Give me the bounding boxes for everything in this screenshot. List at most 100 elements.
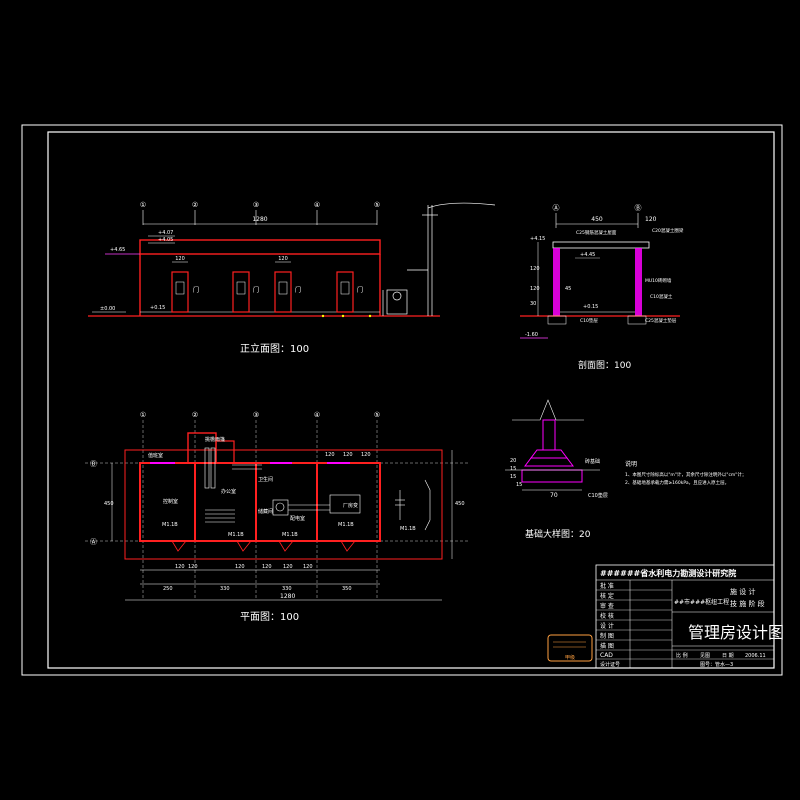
elev-axis-2: ② — [192, 201, 198, 209]
elev-door-dim-1: 120 — [175, 256, 185, 262]
found-dim-2: 15 — [510, 466, 516, 472]
sect-dim-4: 30 — [530, 301, 536, 307]
tb-no-value: 图号：管水—3 — [700, 661, 733, 668]
sect-level-floor: +0.15 — [583, 304, 598, 310]
found-callout-1: 砖基础 — [585, 458, 600, 465]
tb-date-value: 2006.11 — [745, 653, 766, 659]
room-label-4: 卫生间 — [258, 476, 273, 483]
plan-axis-4: ④ — [314, 411, 320, 419]
tb-row-1: 批 准 — [600, 582, 614, 590]
plan-bay-4: 350 — [342, 586, 352, 592]
tb-row-3: 审 查 — [600, 602, 614, 610]
tb-row-6: 制 图 — [600, 632, 614, 640]
sect-note-1: C25钢筋混凝土屋面 — [576, 229, 617, 236]
sect-note-3: MU10砖砌墙 — [645, 277, 672, 284]
tb-stage-top: 施 设 计 — [730, 587, 755, 596]
plan-axis-5: ⑤ — [374, 411, 380, 419]
room-label-7: 厂房变 — [343, 502, 358, 509]
section-view: Ⓐ Ⓑ 450 120 120 120 45 30 +4.45 +4.15 +0… — [520, 204, 684, 371]
found-dim-3: 15 — [510, 474, 516, 480]
room-label-6: 配电室 — [290, 515, 305, 522]
plan-axis-3: ③ — [253, 411, 259, 419]
found-callout-2: C10垫层 — [588, 492, 608, 499]
foundation-detail: 20 15 15 15 70 砖基础 C10垫层 基础大样图：20 说明 1、本… — [505, 399, 746, 540]
sect-dim-2: 120 — [530, 286, 540, 292]
elev-overall-dim: 1280 — [252, 216, 267, 223]
plan-dim-bot-4: 120 — [262, 564, 272, 570]
plan-axis-b: Ⓑ — [90, 460, 97, 468]
tb-scale-label: 比 例 — [676, 652, 688, 659]
tb-institute: ######省水利电力勘测设计研究院 — [600, 568, 736, 578]
elev-level-top-2: +4.05 — [158, 237, 173, 243]
floor-plan: ① ② ③ ④ ⑤ Ⓑ Ⓐ 挑檐雨篷 — [85, 411, 470, 623]
elev-level-floor: +0.15 — [150, 305, 165, 311]
plan-axis-a: Ⓐ — [90, 538, 97, 546]
sect-note-6: C25混凝土垫层 — [645, 317, 677, 324]
found-dim-5: 70 — [550, 492, 558, 499]
plan-dim-bot-1: 120 — [175, 564, 185, 570]
tb-row-7: 描 图 — [600, 642, 614, 650]
tb-no-label: 设计证号 — [600, 661, 620, 668]
inner-border — [47, 131, 775, 669]
elev-axis-5: ⑤ — [374, 201, 380, 209]
room-tag-5: M1.1B — [400, 526, 416, 532]
elev-axis-1: ① — [140, 201, 146, 209]
plan-title: 平面图：100 — [240, 611, 299, 623]
plan-bay-3: 330 — [282, 586, 292, 592]
elev-door-dim-2: 120 — [278, 256, 288, 262]
plan-tag-top: 挑檐雨篷 — [205, 436, 225, 443]
sect-level-slab: +4.15 — [530, 236, 545, 242]
stamp: 甲级 — [547, 634, 593, 662]
sect-axis-a: Ⓐ — [553, 204, 560, 212]
elev-door-label-3: 门 — [295, 286, 301, 294]
plan-dim-bot-6: 120 — [303, 564, 313, 570]
plan-dim-top-2: 120 — [343, 452, 353, 458]
elev-level-roof: +4.65 — [110, 247, 125, 253]
tb-date-label: 日 期 — [722, 653, 734, 659]
title-block: ######省水利电力勘测设计研究院 ##市###枢纽工程 施 设 计 技 施 … — [595, 564, 784, 669]
elev-door-label-2: 门 — [253, 286, 259, 294]
plan-dim-top-3: 120 — [361, 452, 371, 458]
notes-label: 说明 — [625, 460, 637, 468]
plan-side-dim-r: 450 — [455, 501, 465, 507]
found-dim-1: 20 — [510, 458, 516, 464]
found-title: 基础大样图：20 — [525, 528, 591, 540]
plan-bay-2: 330 — [220, 586, 230, 592]
stamp-text: 甲级 — [565, 654, 575, 661]
tb-drawing-title: 管理房设计图 — [688, 623, 784, 642]
plan-dim-bot-2: 120 — [188, 564, 198, 570]
plan-axis-2: ② — [192, 411, 198, 419]
tb-scale-value: 见图 — [700, 653, 710, 659]
sect-span-dim: 450 — [591, 216, 603, 223]
sect-dim-b: 120 — [645, 216, 657, 223]
sect-note-4: C10混凝土 — [650, 293, 673, 300]
room-label-2: 控制室 — [163, 498, 178, 505]
room-label-1: 值班室 — [148, 452, 163, 459]
plan-dim-bot-5: 120 — [283, 564, 293, 570]
elev-level-top-1: +4.07 — [158, 230, 173, 236]
elev-level-ground: ±0.00 — [100, 306, 115, 312]
tb-row-5: 设 计 — [600, 622, 614, 630]
outer-border — [21, 124, 783, 676]
plan-bay-1: 250 — [163, 586, 173, 592]
note-2: 2、基础地基承载力需≥160kPa，且应进入原土层。 — [625, 479, 729, 486]
elev-door-label-4: 门 — [357, 286, 363, 294]
room-tag-2: M1.1B — [228, 532, 244, 538]
room-tag-1: M1.1B — [162, 522, 178, 528]
sect-dim-1: 120 — [530, 266, 540, 272]
elev-title: 正立面图：100 — [240, 342, 309, 355]
front-elevation: ① ② ③ ④ ⑤ 1280 门 门 门 门 120 — [88, 201, 496, 355]
tb-row-2: 核 定 — [600, 592, 614, 600]
room-label-5: 储藏间 — [258, 508, 273, 515]
plan-side-dim: 450 — [104, 501, 114, 507]
sect-dim-3: 45 — [565, 286, 571, 292]
tb-project: ##市###枢纽工程 — [674, 598, 729, 606]
sect-note-2: C20混凝土圈梁 — [652, 227, 684, 234]
room-tag-3: M1.1B — [282, 532, 298, 538]
sect-level-found: -1.60 — [525, 332, 538, 338]
room-tag-4: M1.1B — [338, 522, 354, 528]
note-1: 1、本图尺寸除标高以"m"计，其余尺寸除注明外以"cm"计； — [625, 471, 746, 478]
found-dim-4: 15 — [516, 482, 522, 488]
plan-dim-top-1: 120 — [325, 452, 335, 458]
